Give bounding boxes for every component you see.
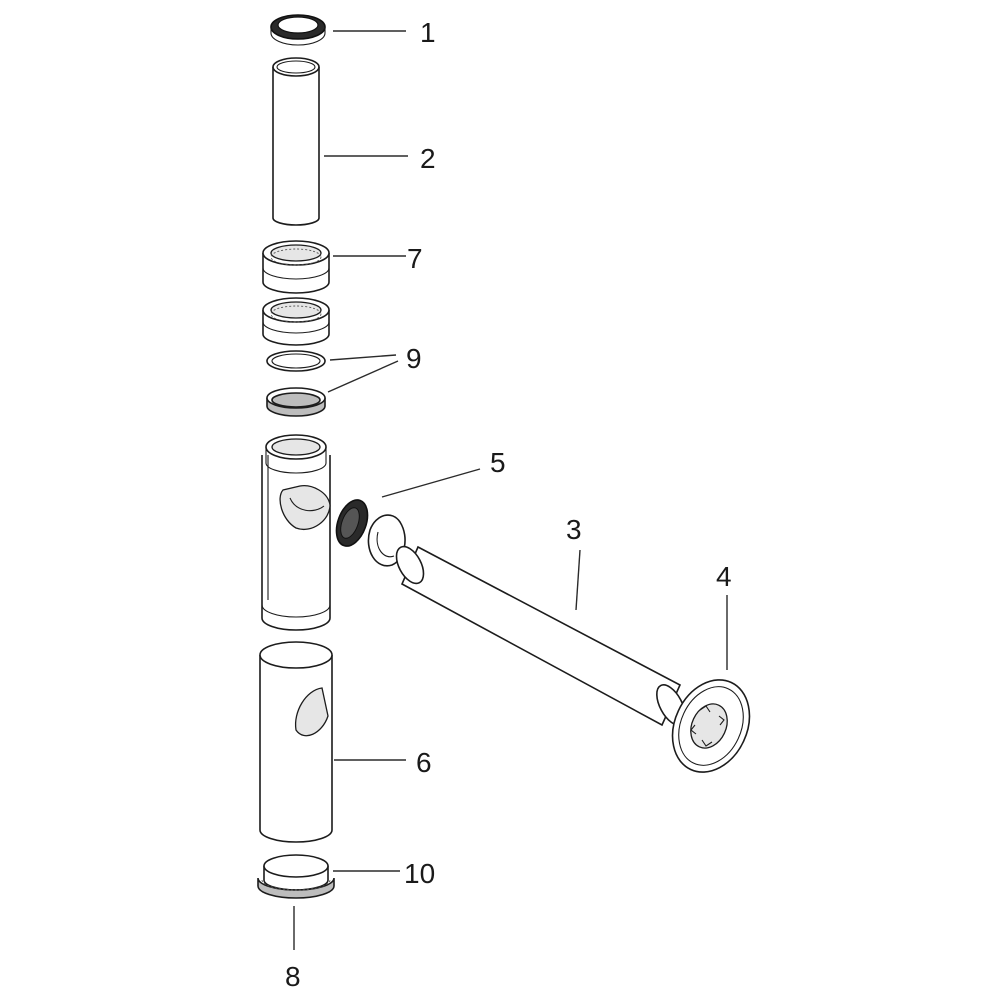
part-4-wall-rosette [671, 679, 751, 773]
part-5-plug-seal [335, 499, 369, 547]
siphon-body [261, 434, 331, 631]
leader-lines [293, 30, 728, 950]
part-7-union-nut [262, 240, 330, 294]
part-10-bottom-nut [257, 854, 335, 899]
callout-9: 9 [406, 343, 422, 374]
part-3-wall-pipe [395, 545, 686, 727]
callout-4: 4 [716, 561, 732, 592]
callout-2: 2 [420, 143, 436, 174]
part-1-seal-ring [270, 14, 326, 46]
callout-5: 5 [490, 447, 506, 478]
leader-5 [381, 468, 481, 498]
callout-7: 7 [407, 243, 423, 274]
callout-labels: 1 2 7 9 5 3 4 6 10 8 [285, 17, 732, 992]
callout-1: 1 [420, 17, 436, 48]
leader-9a [329, 354, 397, 361]
part-2-immersion-tube [272, 57, 320, 226]
part-6-siphon-cup [259, 641, 333, 843]
callout-3: 3 [566, 514, 582, 545]
leader-9b [327, 360, 399, 393]
callout-10: 10 [404, 858, 435, 889]
callout-8: 8 [285, 961, 301, 992]
leader-3 [575, 549, 581, 611]
part-9-washer-thin [266, 350, 326, 372]
callout-6: 6 [416, 747, 432, 778]
part-9-washer-cone [266, 387, 326, 417]
part-union-nut-lower [262, 297, 330, 346]
